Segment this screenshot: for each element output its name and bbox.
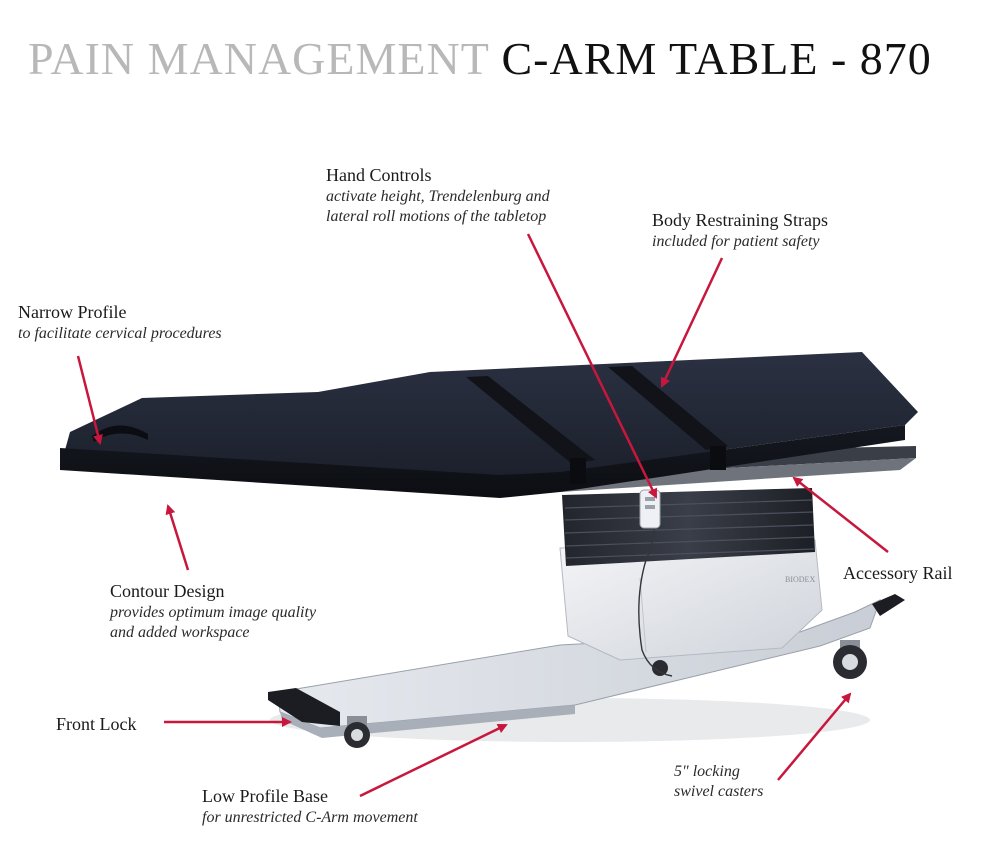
front-lock-heading: Front Lock: [56, 714, 137, 734]
arrow-hand-controls: [526, 233, 658, 499]
arrow-low-profile-base: [359, 723, 508, 798]
arrow-narrow-profile: [76, 355, 103, 445]
strap-buckle-2: [710, 446, 726, 470]
contour-design-desc-1: provides optimum image quality: [110, 603, 317, 621]
strap-2: [608, 366, 728, 450]
contour-design-desc-2: and added workspace: [110, 623, 250, 641]
arrow-body-straps: [660, 257, 724, 388]
title-dark: C-ARM TABLE - 870: [501, 33, 932, 84]
callout-body-straps: Body Restraining Straps included for pat…: [652, 209, 828, 252]
accessory-rail-heading: Accessory Rail: [843, 563, 953, 583]
callout-contour-design: Contour Design provides optimum image qu…: [110, 580, 316, 643]
arrow-casters: [777, 692, 852, 781]
callout-narrow-profile: Narrow Profile to facilitate cervical pr…: [18, 301, 222, 344]
hand-control-pendant: [638, 487, 673, 677]
tabletop-pad: [60, 352, 918, 492]
callout-hand-controls: Hand Controls activate height, Trendelen…: [326, 164, 550, 227]
brand-mark: BIODEX: [785, 575, 815, 584]
callout-casters: 5" locking swivel casters: [674, 762, 763, 802]
title-light: PAIN MANAGEMENT: [28, 33, 489, 84]
body-straps-desc: included for patient safety: [652, 232, 820, 250]
page-title: PAIN MANAGEMENT C-ARM TABLE - 870: [28, 32, 932, 85]
narrow-profile-desc: to facilitate cervical procedures: [18, 324, 222, 342]
body-straps-heading: Body Restraining Straps: [652, 210, 828, 230]
casters-desc-1: 5" locking: [674, 763, 740, 780]
tabletop-pad-edge: [60, 425, 905, 498]
low-profile-base-heading: Low Profile Base: [202, 786, 328, 806]
caster-rear-1: [833, 640, 867, 679]
hand-controls-heading: Hand Controls: [326, 165, 432, 185]
hand-controls-desc-2: lateral roll motions of the tabletop: [326, 207, 547, 225]
hand-controls-desc-1: activate height, Trendelenburg and: [326, 187, 550, 205]
contour-design-heading: Contour Design: [110, 581, 225, 601]
column-housing: [559, 539, 823, 661]
callout-low-profile-base: Low Profile Base for unrestricted C-Arm …: [202, 785, 418, 828]
callout-front-lock: Front Lock: [56, 713, 137, 736]
strap-1: [466, 376, 595, 464]
rear-handle: [872, 594, 905, 616]
arrow-contour-design: [165, 504, 190, 571]
callout-accessory-rail: Accessory Rail: [843, 562, 952, 585]
caster-rear-2: [652, 660, 668, 676]
casters-desc-2: swivel casters: [674, 783, 764, 800]
front-lock-pedal: [268, 688, 340, 726]
low-profile-base-desc: for unrestricted C-Arm movement: [202, 808, 418, 826]
strap-buckle-1: [570, 458, 586, 484]
bellows: [562, 488, 815, 566]
caster-front: [344, 716, 370, 748]
narrow-profile-heading: Narrow Profile: [18, 302, 127, 322]
head-cutout: [92, 425, 148, 442]
arrow-accessory-rail: [792, 476, 889, 553]
